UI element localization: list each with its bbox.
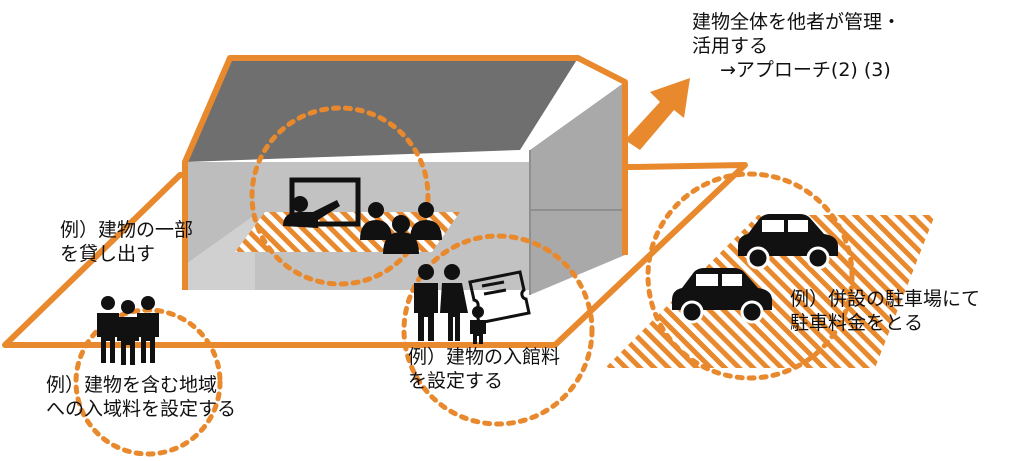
ground-plane [2, 162, 748, 348]
area-fee-line1: 例）建物を含む地域 [46, 374, 218, 396]
building-left-wall [185, 162, 255, 265]
rent-part-line1: 例）建物の一部 [60, 219, 194, 241]
area-fee-label: 例）建物を含む地域 への入域料を設定する [46, 373, 236, 421]
family-icon [414, 264, 486, 344]
whole-building-line2: 活用する [692, 35, 769, 57]
building-right-wall [530, 82, 625, 295]
parking-fee-label: 例）併設の駐車場にて 駐車料金をとる [790, 287, 980, 335]
area-fee-line2: への入域料を設定する [46, 398, 237, 420]
audience-icon [360, 202, 442, 254]
parking-fee-line2: 駐車料金をとる [790, 312, 924, 334]
parking-fee-line1: 例）併設の駐車場にて [790, 288, 981, 310]
outward-arrow-icon [625, 78, 690, 150]
whole-building-line1: 建物全体を他者が管理・ [692, 11, 902, 33]
parking-circle [645, 171, 855, 381]
people-group-icon [97, 296, 159, 365]
whole-building-label: 建物全体を他者が管理・ 活用する →アプローチ(2) (3) [692, 10, 901, 82]
rent-part-label: 例）建物の一部 を貸し出す [60, 218, 193, 266]
rent-part-line2: を貸し出す [60, 243, 156, 265]
admission-fee-line1: 例）建物の入館料 [408, 346, 561, 368]
admission-fee-label: 例）建物の入館料 を設定する [408, 345, 560, 393]
presentation-icon [283, 177, 361, 228]
building-roof [185, 58, 578, 162]
admission-fee-line2: を設定する [408, 370, 504, 392]
building-floor-gap [185, 215, 255, 290]
building-outline [182, 55, 628, 290]
rent-part-circle [249, 105, 431, 287]
car-icon [738, 214, 838, 270]
admission-circle [401, 233, 595, 427]
car-icon [672, 268, 772, 324]
ticket-icon [468, 270, 531, 325]
parking-area-hatch [605, 215, 935, 368]
whole-building-line3: →アプローチ(2) (3) [720, 59, 891, 81]
